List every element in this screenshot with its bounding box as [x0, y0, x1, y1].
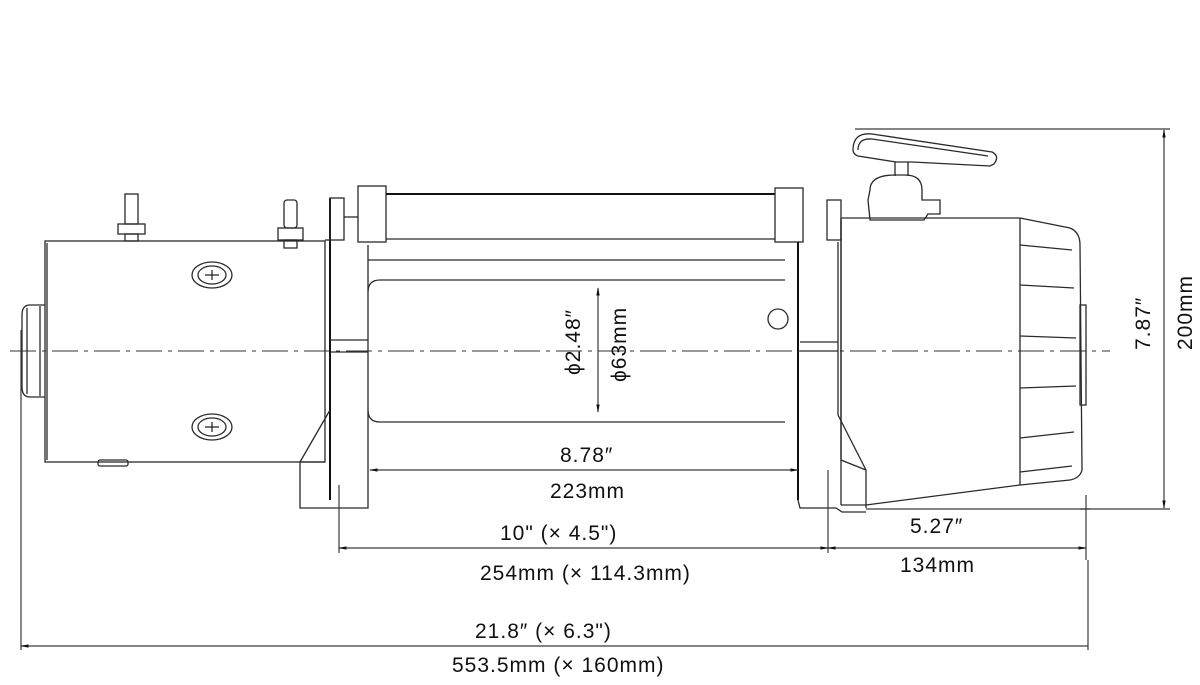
drum-length-mm-label: 223mm [550, 480, 625, 503]
gearbox-length-in-label: 5.27″ [910, 515, 963, 538]
gearbox-ribbed-cover [1019, 217, 1087, 486]
drum [367, 259, 789, 423]
motor [21, 240, 326, 463]
mount-spacing-mm-label: 254mm (× 114.3mm) [480, 562, 691, 585]
gearbox-housing [840, 217, 1021, 506]
left-end-bracket [299, 197, 369, 509]
height-in-label: 7.87″ [1132, 297, 1155, 350]
drum-bolt-hole [767, 308, 789, 330]
drum-diameter-mm-label: ϕ63mm [608, 307, 631, 382]
drum-diameter-in-label: ϕ2.48″ [562, 309, 585, 375]
overall-length-mm-label: 553.5mm (× 160mm) [452, 654, 664, 677]
right-tie-bar-clamp [774, 187, 804, 243]
right-end-bracket [797, 199, 867, 513]
gearbox-length-mm-label: 134mm [900, 554, 975, 577]
motor-terminal-post-2 [277, 199, 304, 249]
clutch-handle [852, 133, 998, 221]
mount-spacing-in-label: 10" (× 4.5") [500, 522, 617, 545]
height-mm-label: 200mm [1174, 275, 1197, 350]
motor-drain-nub [97, 459, 129, 467]
motor-screw-bottom [191, 413, 233, 441]
overall-length-in-label: 21.8″ (× 6.3") [475, 620, 612, 643]
motor-terminal-post-1 [117, 193, 146, 242]
drum-length-in-label: 8.78″ [560, 444, 613, 467]
left-tie-bar-clamp [357, 185, 387, 243]
motor-screw-top [191, 261, 233, 289]
tie-bar [386, 193, 775, 240]
